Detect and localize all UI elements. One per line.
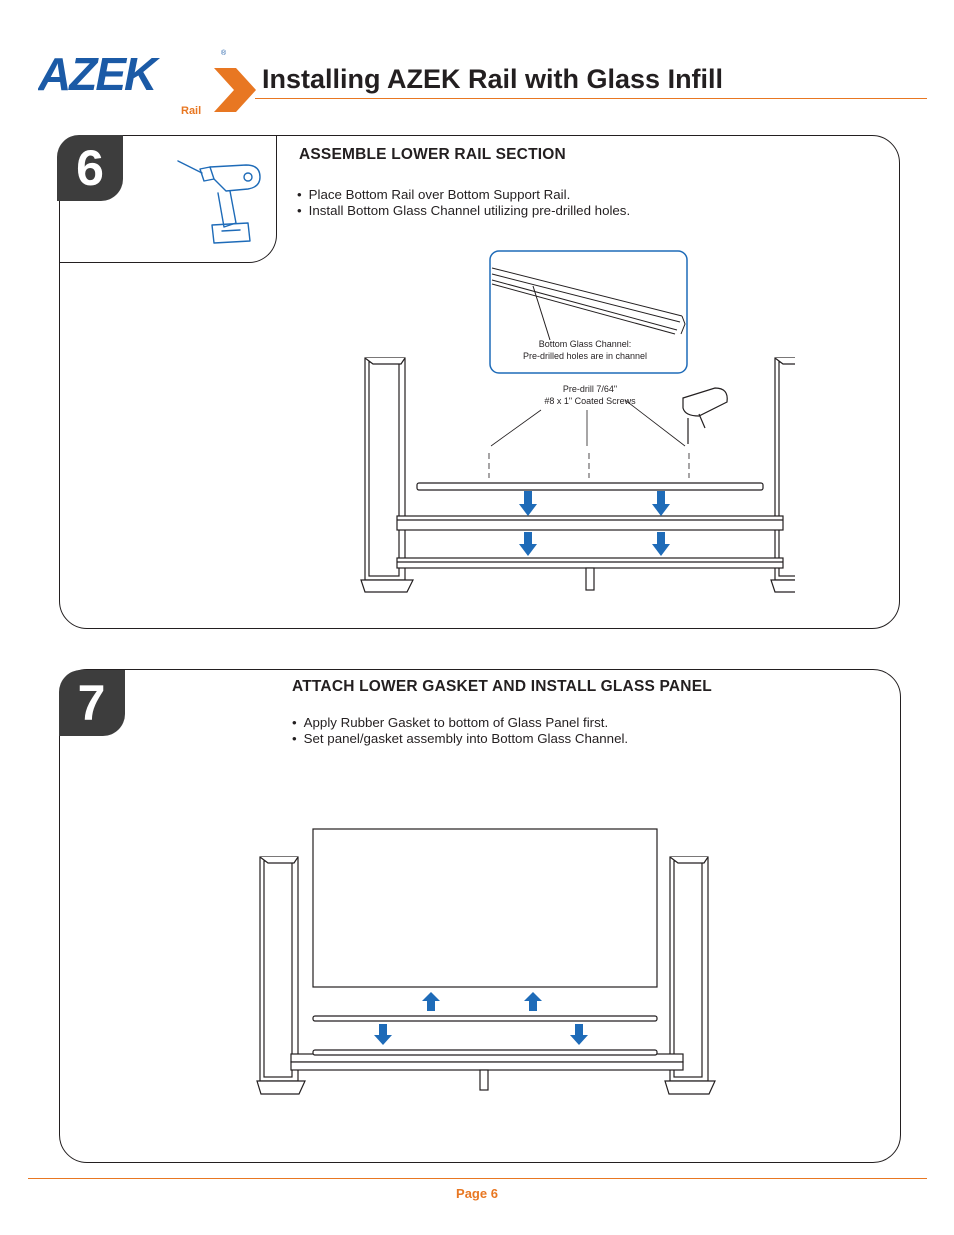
arrows	[374, 992, 588, 1045]
down-arrows	[519, 491, 670, 556]
arrow-down-icon	[374, 1024, 392, 1045]
svg-text:®: ®	[221, 49, 227, 57]
arrow-down-icon	[652, 532, 670, 556]
right-post	[664, 856, 716, 1095]
channel-callout-label: Bottom Glass Channel: Pre-drilled holes …	[522, 339, 648, 361]
tool-box: 6	[57, 134, 277, 263]
step-6-diagram	[360, 250, 795, 593]
bullet-item: Place Bottom Rail over Bottom Support Ra…	[297, 187, 630, 203]
arrow-down-icon	[652, 491, 670, 516]
step-6-heading: ASSEMBLE LOWER RAIL SECTION	[299, 146, 566, 163]
page-title: Installing AZEK Rail with Glass Infill	[262, 64, 724, 94]
footer-divider	[28, 1178, 927, 1179]
bullet-item: Install Bottom Glass Channel utilizing p…	[297, 203, 631, 219]
screw-leader-lines	[488, 399, 690, 478]
glass-panel	[312, 828, 658, 988]
step-number-badge: 7	[58, 670, 125, 736]
arrow-down-icon	[519, 532, 537, 556]
logo-sub: Rail	[181, 105, 201, 117]
step-7-panel: 7 ATTACH LOWER GASKET AND INSTALL GLASS …	[58, 669, 901, 1163]
arrow-down-icon	[570, 1024, 588, 1045]
bottom-rail-assembly	[290, 1049, 684, 1091]
bottom-glass-channel	[416, 482, 764, 491]
channel-callout-box	[489, 250, 688, 374]
step-7-bullets: Apply Rubber Gasket to bottom of Glass P…	[292, 715, 628, 747]
arrow-down-icon	[519, 491, 537, 516]
channel-detail	[491, 267, 686, 341]
logo-wordmark: AZEK	[38, 48, 160, 100]
rubber-gasket	[312, 1015, 658, 1022]
arrow-up-icon	[422, 992, 440, 1011]
right-post	[770, 357, 795, 593]
bottom-rail	[396, 515, 784, 531]
left-post	[256, 856, 306, 1095]
bottom-support-rail	[396, 557, 784, 591]
step-7-heading: ATTACH LOWER GASKET AND INSTALL GLASS PA…	[292, 678, 712, 695]
page-number: Page 6	[456, 1186, 498, 1201]
header-divider	[255, 98, 927, 99]
azek-rail-logo: AZEK ® Rail	[37, 40, 258, 120]
left-post	[360, 357, 414, 593]
logo-chevron-icon	[214, 68, 256, 112]
bullet-item: Apply Rubber Gasket to bottom of Glass P…	[292, 715, 628, 731]
bullet-item: Set panel/gasket assembly into Bottom Gl…	[292, 731, 628, 747]
drill-icon	[176, 159, 261, 244]
step-6-panel: 6 ASSEMBLE LOWER RAIL SECTION Place Bott…	[57, 134, 900, 629]
screw-note-label: Pre-drill 7/64" #8 x 1" Coated Screws	[544, 384, 636, 406]
drill-diagram-icon	[682, 387, 728, 444]
step-6-bullets: Place Bottom Rail over Bottom Support Ra…	[297, 187, 631, 219]
step-7-diagram	[256, 828, 716, 1095]
arrow-up-icon	[524, 992, 542, 1011]
step-number-badge: 6	[57, 134, 123, 201]
